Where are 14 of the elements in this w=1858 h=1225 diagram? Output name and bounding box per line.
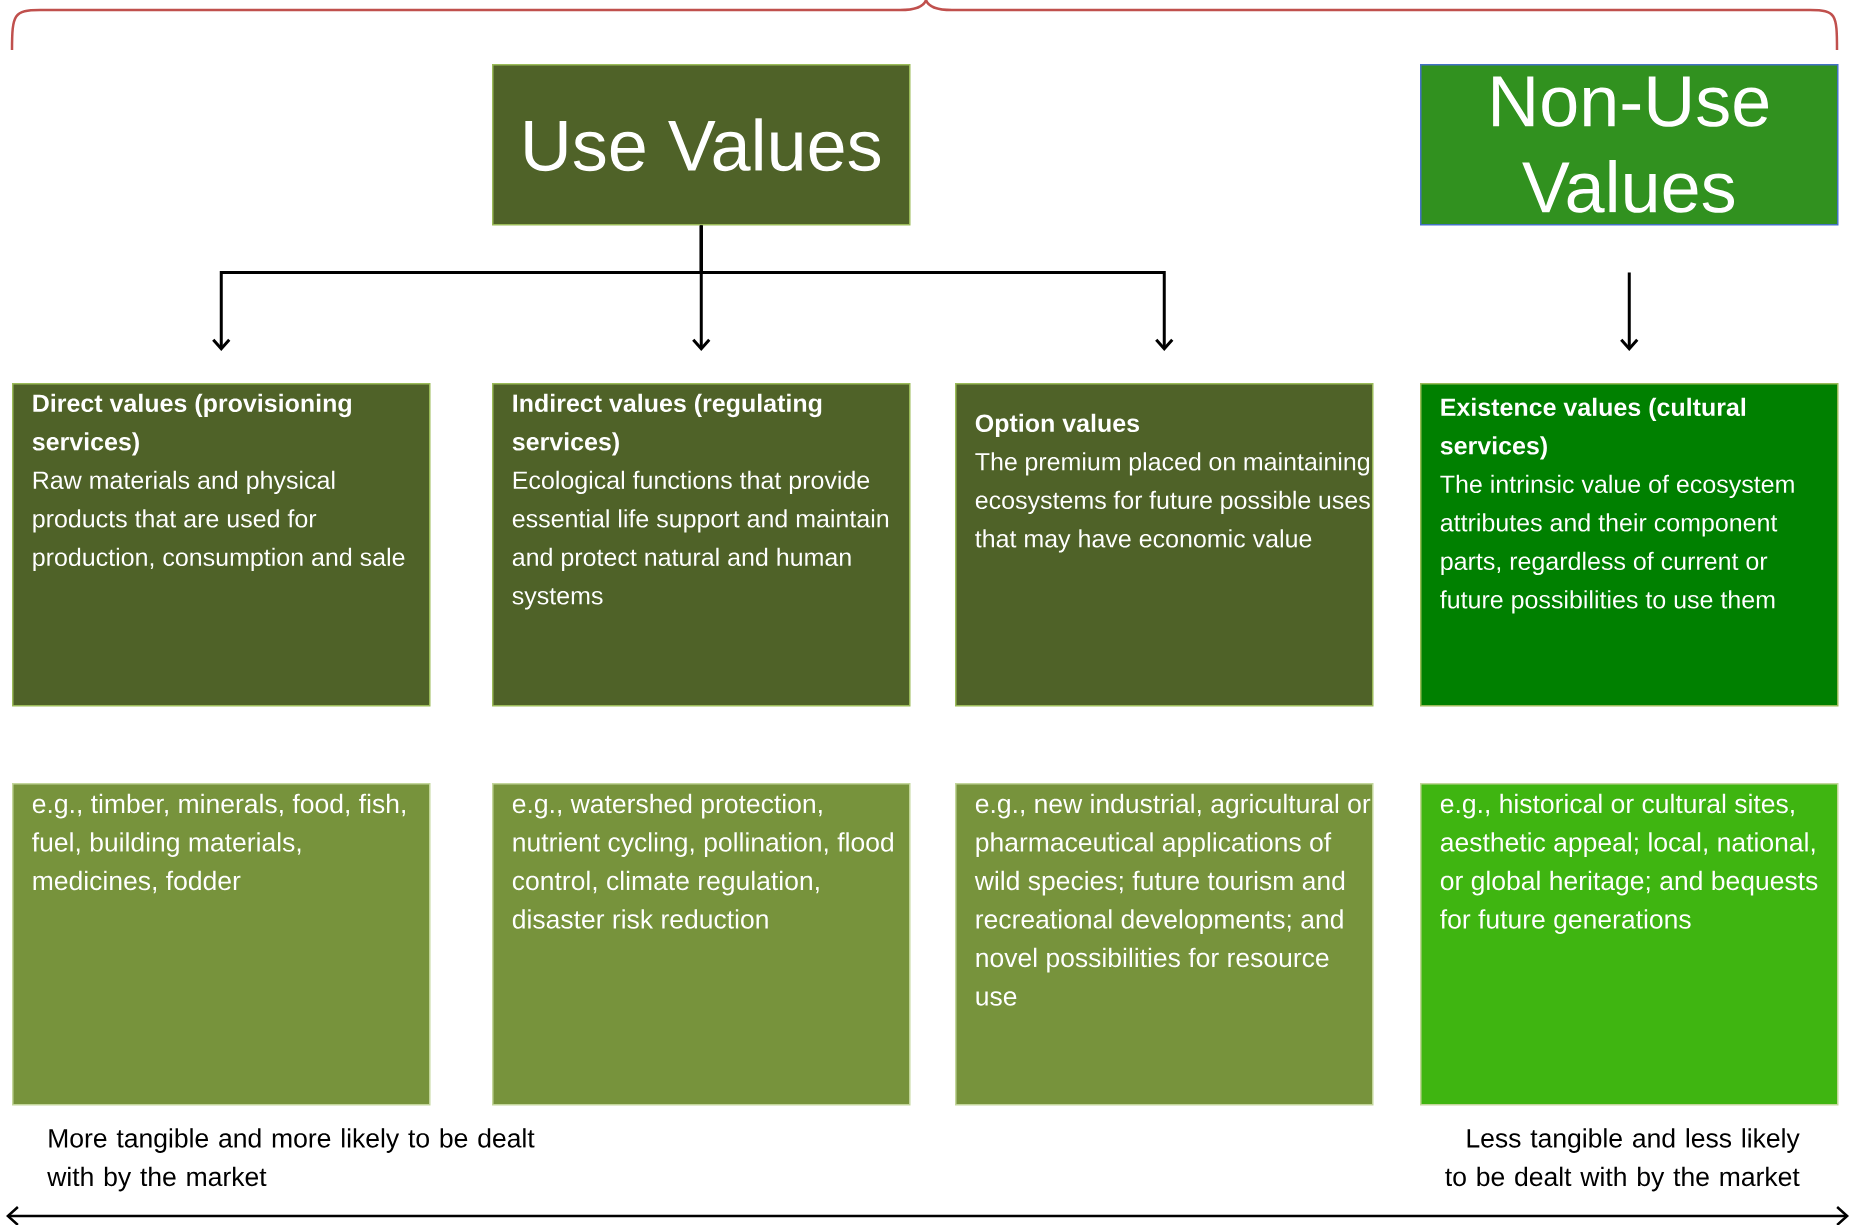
note: Less tangible and less likely to be dealt with by the market xyxy=(1445,1128,1800,1192)
example-box: e.g., watershed protection, nutrient cycling, pollination, flood control, climate regulation, disaster risk reduction xyxy=(492,783,911,1106)
title-box: Non-Use Values xyxy=(1420,64,1839,226)
example-box: e.g., timber, minerals, food, fish, fuel, building materials, medicines, fodder xyxy=(12,783,431,1106)
example-box: e.g., new industrial, agricultural or pharmaceutical applications of wild species; future tourism and recreational developments; and novel possibilities for resource use xyxy=(955,783,1374,1106)
example-box: e.g., historical or cultural sites, aesthetic appeal; local, national, or global heritage; and bequests for future generations xyxy=(1420,783,1839,1106)
note: More tangible and more likely to be dealt with by the market xyxy=(47,1128,535,1192)
arrow xyxy=(1620,272,1639,351)
value-box: Option values The premium placed on maintaining ecosystems for future possible uses that may have economic value xyxy=(955,383,1374,707)
value-box: Existence values (cultural services) The intrinsic value of ecosystem attributes and their component parts, regardless of current or future possibilities to use them xyxy=(1420,383,1839,707)
title-box: Use Values xyxy=(492,64,911,226)
arrow xyxy=(699,225,1174,351)
value-box: Direct values (provisioning services) Raw materials and physical products that are used for production, consumption and sale xyxy=(12,383,431,707)
value-box: Indirect values (regulating services) Ecological functions that provide essential life support and maintain and protect natural and human systems xyxy=(492,383,911,707)
